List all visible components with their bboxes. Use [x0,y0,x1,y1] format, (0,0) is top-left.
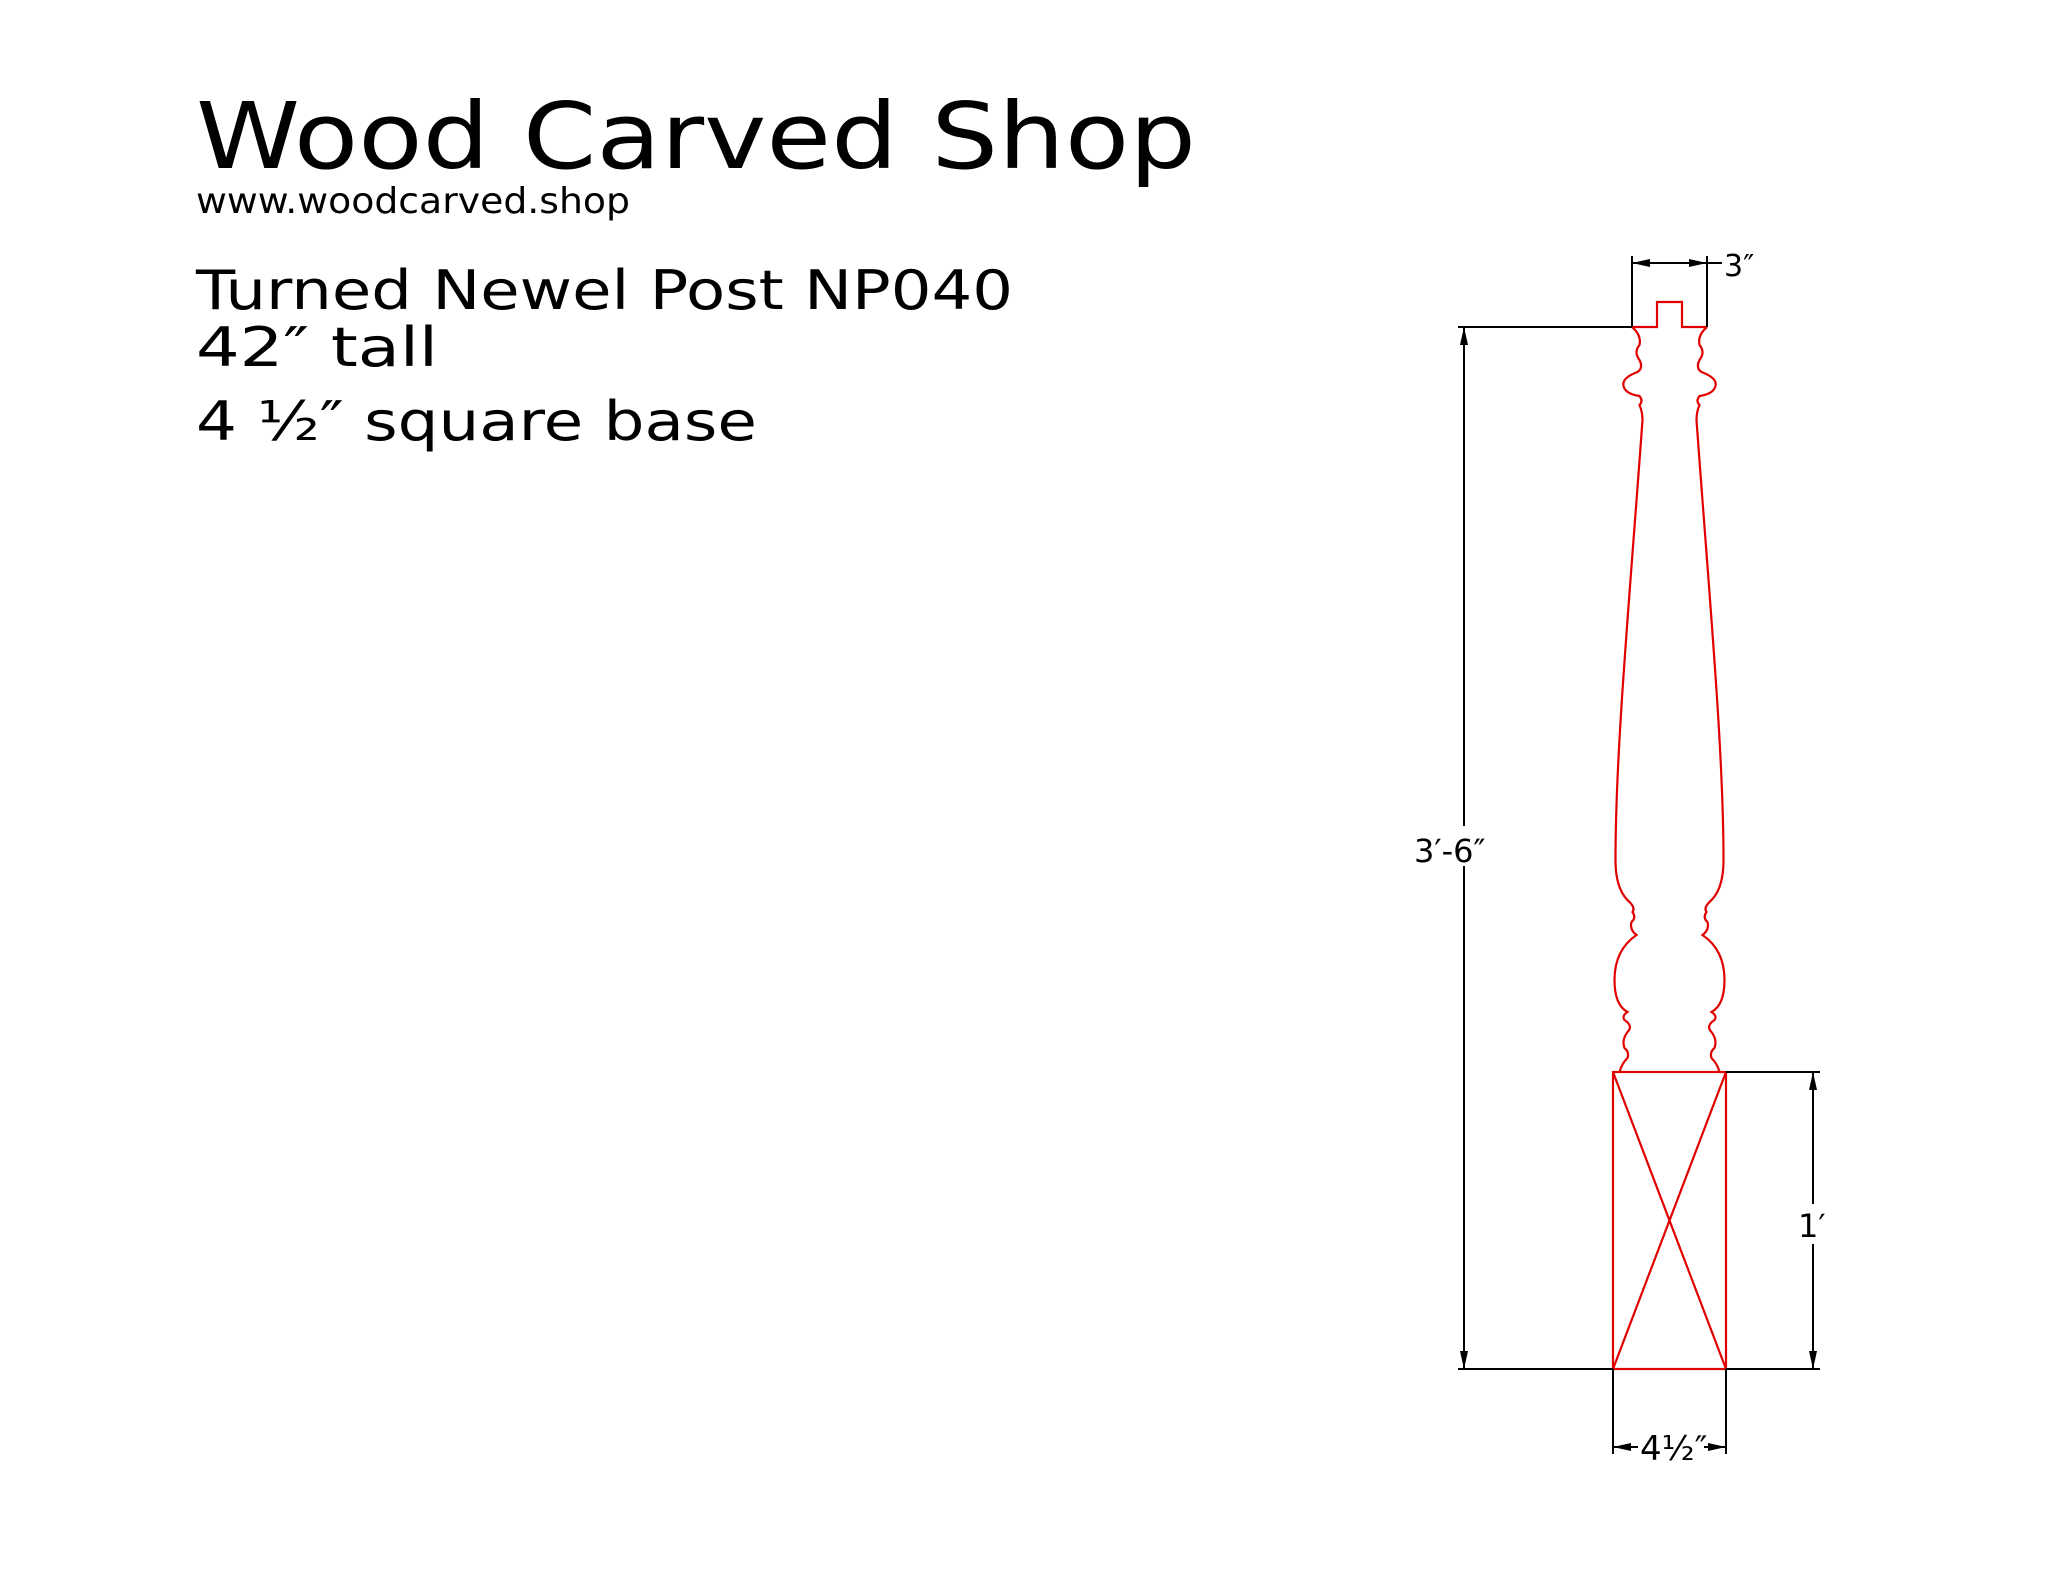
total-height-dimension: 3′-6″ [1412,326,1632,1370]
shop-title: Wood Carved Shop [196,83,1196,190]
shop-url: www.woodcarved.shop [196,181,630,222]
base-width-dimension: 4½″ [1612,1369,1727,1469]
post-left-profile [1613,326,1644,1073]
product-name: Turned Newel Post NP040 [195,259,1013,322]
post-square-base [1611,1070,1728,1371]
product-height: 42″ tall [196,316,438,379]
product-base: 4 ½″ square base [196,390,757,453]
newel-post-profile [1611,300,1728,1371]
top-width-label: 3″ [1724,249,1754,284]
base-width-label: 4½″ [1640,1429,1707,1469]
total-height-label: 3′-6″ [1414,832,1486,870]
base-height-label: 1′ [1798,1207,1826,1245]
top-width-dimension: 3″ [1631,249,1754,327]
base-height-dimension: 1′ [1726,1071,1830,1370]
post-top-tenon [1632,300,1707,329]
post-right-profile [1695,326,1726,1073]
